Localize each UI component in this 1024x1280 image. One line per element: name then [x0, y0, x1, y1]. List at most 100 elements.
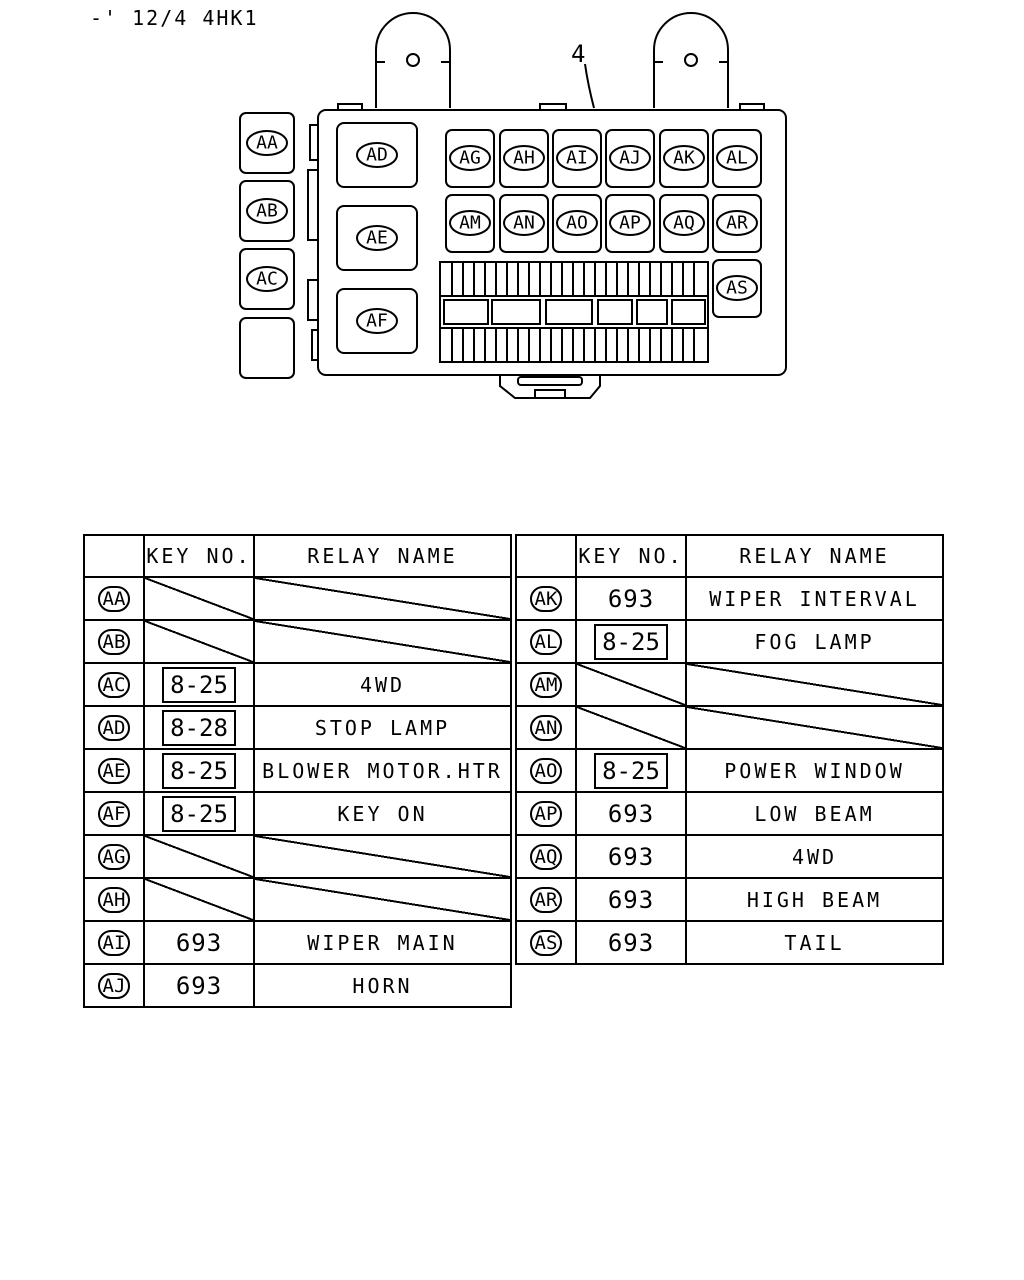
- relay-code: AH: [97, 886, 131, 913]
- relay-code: AJ: [97, 972, 131, 999]
- key-no-cell: 8-25: [575, 748, 687, 793]
- mount-hole-right: [684, 53, 698, 67]
- relay-name-cell: HIGH BEAM: [685, 877, 944, 922]
- key-no-cell: 693: [575, 791, 687, 836]
- relay-code-cell: AP: [515, 791, 577, 836]
- slot-label: AK: [673, 148, 695, 169]
- key-number: 8-25: [594, 623, 668, 660]
- relay-code-cell: AE: [83, 748, 145, 793]
- relay-code-cell: AD: [83, 705, 145, 750]
- key-no-cell: [143, 877, 255, 922]
- relay-name: 4WD: [359, 672, 406, 697]
- relay-code-cell: AR: [515, 877, 577, 922]
- relay-code: AG: [97, 843, 131, 870]
- relay-name-cell: HORN: [253, 963, 512, 1008]
- relay-name-cell: [253, 619, 512, 664]
- table-row: AR 693 HIGH BEAM: [515, 877, 944, 922]
- relay-code: AP: [529, 800, 563, 827]
- table-row: AK 693 WIPER INTERVAL: [515, 576, 944, 621]
- slot-AB: [239, 180, 295, 242]
- relay-code-cell: AG: [83, 834, 145, 879]
- table-header-row: KEY NO. RELAY NAME: [83, 534, 512, 578]
- relay-code-cell: AO: [515, 748, 577, 793]
- slot-label: AC: [256, 269, 278, 290]
- table-row: AM: [515, 662, 944, 707]
- relay-code-cell: AK: [515, 576, 577, 621]
- header-relay-name: RELAY NAME: [253, 534, 512, 578]
- relay-name-cell: [685, 662, 944, 707]
- relay-name: WIPER INTERVAL: [709, 586, 920, 611]
- key-no-cell: 693: [575, 920, 687, 965]
- key-number: 8-25: [162, 795, 236, 832]
- relay-name-cell: [685, 705, 944, 750]
- relay-name: TAIL: [784, 930, 845, 955]
- key-no-cell: 8-25: [575, 619, 687, 664]
- relay-code-cell: AJ: [83, 963, 145, 1008]
- relay-code: AB: [97, 628, 131, 655]
- relay-code: AO: [529, 757, 563, 784]
- table-row: AH: [83, 877, 512, 922]
- slot-label: AR: [726, 213, 748, 234]
- key-number: 693: [607, 842, 655, 871]
- relay-name-cell: WIPER MAIN: [253, 920, 512, 965]
- relay-code: AE: [97, 757, 131, 784]
- key-no-cell: [143, 576, 255, 621]
- key-no-cell: [143, 619, 255, 664]
- relay-name-cell: TAIL: [685, 920, 944, 965]
- key-no-cell: 8-25: [143, 662, 255, 707]
- relay-code-cell: AA: [83, 576, 145, 621]
- relay-code: AN: [529, 714, 563, 741]
- relay-name-cell: [253, 576, 512, 621]
- table-row: AG: [83, 834, 512, 879]
- key-no-cell: [143, 834, 255, 879]
- slot-AS: [712, 259, 762, 318]
- relay-box-diagram: 4 AA AB AC AD AE AF AG AH AI AJ AK AL AM: [239, 12, 787, 399]
- slot-label: AM: [459, 213, 481, 234]
- relay-name: HIGH BEAM: [746, 887, 883, 912]
- slot-label: AD: [366, 145, 388, 166]
- relay-name: POWER WINDOW: [724, 758, 905, 783]
- key-number: 693: [607, 584, 655, 613]
- relay-name-cell: POWER WINDOW: [685, 748, 944, 793]
- slot-label: AE: [366, 228, 388, 249]
- relay-name-cell: [253, 877, 512, 922]
- key-number: 693: [607, 885, 655, 914]
- relay-name: KEY ON: [337, 801, 428, 826]
- key-no-cell: 693: [575, 576, 687, 621]
- slot-label: AS: [726, 278, 748, 299]
- relay-code: AL: [529, 628, 563, 655]
- key-no-cell: 8-25: [143, 748, 255, 793]
- relay-box-housing: [317, 109, 787, 376]
- relay-code-cell: AQ: [515, 834, 577, 879]
- table-row: AE 8-25 BLOWER MOTOR.HTR: [83, 748, 512, 793]
- relay-code-cell: AH: [83, 877, 145, 922]
- key-no-cell: 693: [143, 963, 255, 1008]
- relay-code-cell: AF: [83, 791, 145, 836]
- mounting-tab-left: [375, 12, 451, 108]
- relay-code: AA: [97, 585, 131, 612]
- relay-code-cell: AS: [515, 920, 577, 965]
- relay-code: AD: [97, 714, 131, 741]
- relay-name-cell: 4WD: [253, 662, 512, 707]
- relay-code-cell: AB: [83, 619, 145, 664]
- slot-label: AB: [256, 201, 278, 222]
- slot-label: AA: [256, 133, 278, 154]
- relay-code: AS: [529, 929, 563, 956]
- relay-name: BLOWER MOTOR.HTR: [262, 758, 503, 783]
- relay-name: FOG LAMP: [754, 629, 875, 654]
- callout-leader: [584, 63, 595, 109]
- relay-code: AM: [529, 671, 563, 698]
- header-key-no: KEY NO.: [575, 534, 687, 578]
- relay-name-cell: WIPER INTERVAL: [685, 576, 944, 621]
- relay-name-cell: BLOWER MOTOR.HTR: [253, 748, 512, 793]
- header-code-cell: [83, 534, 145, 578]
- slot-label: AQ: [673, 213, 695, 234]
- key-no-cell: 693: [143, 920, 255, 965]
- key-no-cell: [575, 662, 687, 707]
- relay-name-cell: [253, 834, 512, 879]
- relay-code: AQ: [529, 843, 563, 870]
- slot-AD: [336, 122, 418, 188]
- relay-code-cell: AM: [515, 662, 577, 707]
